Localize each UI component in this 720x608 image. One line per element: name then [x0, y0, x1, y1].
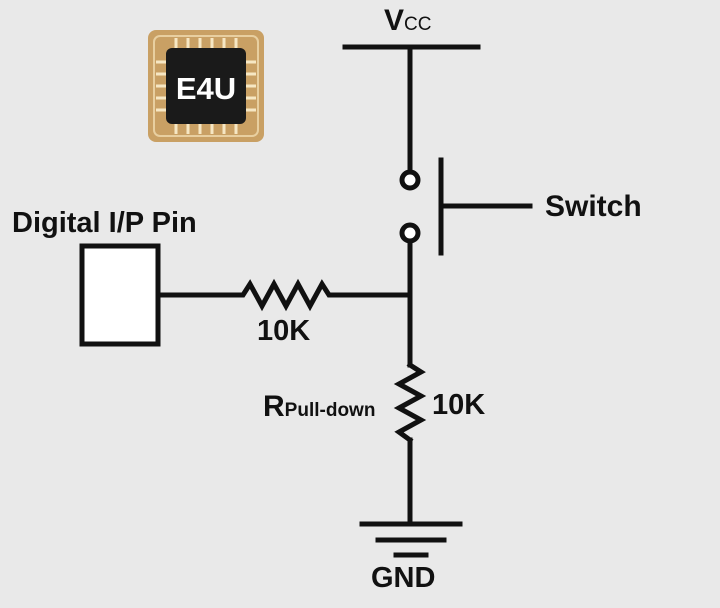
input-pin-box: [79, 243, 161, 347]
logo-chip-body: [166, 48, 246, 124]
switch-label: Switch: [545, 190, 642, 223]
ground-label: GND: [371, 562, 436, 594]
e4u-logo: E4U: [148, 30, 264, 142]
logo-frame-inner: [153, 35, 259, 137]
switch-contact-bottom: [399, 222, 421, 244]
series-resistor-label: 10K: [257, 315, 311, 347]
switch-contact-top: [399, 169, 421, 191]
vcc-label: VCC: [384, 4, 432, 37]
pulldown-resistor: [393, 361, 427, 444]
push-switch: [399, 157, 533, 256]
logo-pins: [156, 38, 256, 134]
logo-text: E4U: [176, 71, 236, 106]
series-resistor: [157, 278, 413, 312]
input-pin-label: Digital I/P Pin: [12, 207, 197, 239]
ground-symbol: [359, 521, 463, 558]
pulldown-label: RPull-down: [263, 390, 376, 423]
pulldown-value-label: 10K: [432, 389, 486, 421]
